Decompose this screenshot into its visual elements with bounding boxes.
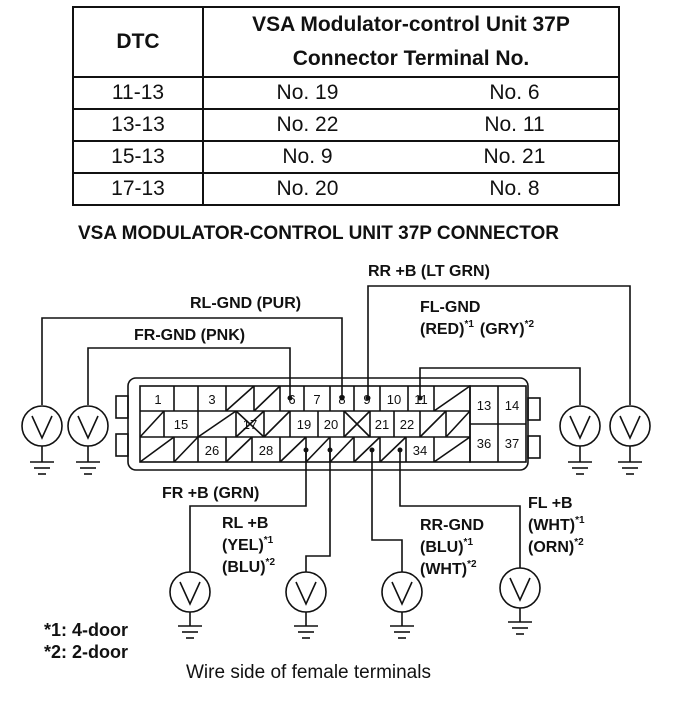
label-fl-b-wht: (WHT)*1 [528,515,585,534]
terminal-cell: No. 20 [202,172,411,206]
connector-latch-right-top [527,397,541,421]
dtc-cell: 17-13 [72,172,204,206]
terminal-label: 14 [505,398,519,413]
footnote-4door: *1: 4-door [44,620,129,640]
meter-fl-b [499,567,541,635]
terminal-cell: No. 8 [410,172,621,206]
dtc-cell: 15-13 [72,140,204,174]
table-row: 13-13 No. 22 No. 11 [72,108,621,142]
meter-rl-gnd [21,405,63,475]
terminal-label: 9 [363,392,370,407]
wire-fl-gnd [419,367,581,405]
meter-rl-b [285,571,327,639]
terminal-label: 8 [338,392,345,407]
terminal-label: 22 [400,417,414,432]
label-rl-b: RL +B [222,515,268,532]
terminal-cell: No. 11 [410,108,621,142]
wire-rr-gnd [371,450,403,572]
label-rl-b-yel: (YEL)*1 [222,535,274,554]
label-rr-gnd: RR-GND [420,517,484,534]
terminal-label: 20 [324,417,338,432]
wire-fl-b [399,450,521,568]
terminal-cell: No. 9 [202,140,411,174]
table-row: 15-13 No. 9 No. 21 [72,140,621,174]
dtc-table: DTC VSA Modulator-control Unit 37P Conne… [72,6,621,206]
terminal-label: 36 [477,436,491,451]
table-row: 17-13 No. 20 No. 8 [72,172,621,206]
table-row: 11-13 No. 19 No. 6 [72,76,621,110]
header-unit-line2: Connector Terminal No. [202,42,620,78]
label-fr-b: FR +B (GRN) [162,485,259,502]
connector-latch-right-bottom [527,435,541,459]
terminal-label: 6 [288,392,295,407]
terminal-cell: No. 19 [202,76,411,110]
meter-fl-gnd [559,405,601,475]
label-rl-gnd: RL-GND (PUR) [190,295,301,312]
diagram-title: VSA MODULATOR-CONTROL UNIT 37P CONNECTOR [78,223,560,244]
terminal-label: 19 [297,417,311,432]
terminal-label: 37 [505,436,519,451]
wire-rl-b [305,450,331,572]
terminal-label: 1 [154,392,161,407]
wire-fr-gnd [87,347,291,405]
terminal-label: 26 [205,443,219,458]
wire-rl-gnd [41,317,343,405]
footnote-2door: *2: 2-door [44,642,129,662]
label-fl-b-orn: (ORN)*2 [528,537,584,556]
connector-latch-left-bottom [115,433,129,457]
header-dtc: DTC [72,6,204,78]
connector-latch-left-top [115,395,129,419]
terminal-label: 21 [375,417,389,432]
terminal-cell: No. 22 [202,108,411,142]
meter-rr-b [609,405,651,475]
terminal-label: 3 [208,392,215,407]
terminal-cell: No. 6 [410,76,621,110]
terminal-cell: No. 21 [410,140,621,174]
meter-fr-b [169,571,211,639]
label-rr-gnd-blu: (BLU)*1 [420,537,473,556]
label-rl-b-blu: (BLU)*2 [222,557,275,576]
label-fr-gnd: FR-GND (PNK) [134,327,245,344]
diagram-caption: Wire side of female terminals [186,662,431,683]
wire-rr-b [367,285,631,405]
terminal-label: 28 [259,443,273,458]
terminal-label: 15 [174,417,188,432]
label-rr-gnd-wht: (WHT)*2 [420,559,477,578]
connector-shell [127,377,529,471]
meter-fr-gnd [67,405,109,475]
meter-rr-gnd [381,571,423,639]
dtc-cell: 13-13 [72,108,204,142]
label-fl-b: FL +B [528,495,573,512]
header-unit-line1: VSA Modulator-control Unit 37P [202,6,620,42]
label-rr-b: RR +B (LT GRN) [368,263,490,280]
label-fl-gnd-colors: (RED)*1(GRY)*2 [420,319,535,338]
dtc-cell: 11-13 [72,76,204,110]
terminal-label: 34 [413,443,427,458]
terminal-label: 17 [243,417,257,432]
terminal-label: 10 [387,392,401,407]
terminal-label: 13 [477,398,491,413]
label-fl-gnd: FL-GND [420,299,480,316]
terminal-label: 7 [313,392,320,407]
wire-fr-b [189,450,307,572]
terminal-label: 11 [414,392,428,407]
